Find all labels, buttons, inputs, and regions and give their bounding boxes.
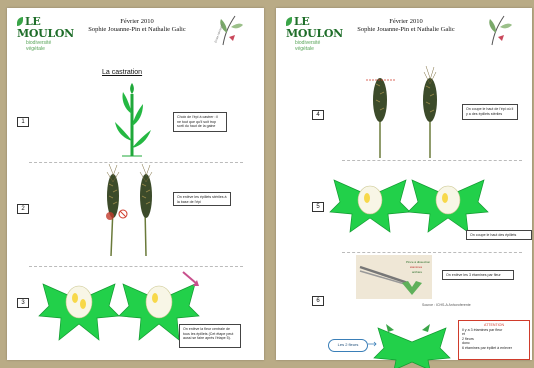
svg-text:étamines: étamines — [410, 265, 423, 269]
page-title: La castration — [102, 69, 142, 76]
step-5-number: 5 — [312, 202, 324, 212]
page-header: Février 2010 Sophie Jouanne-Pin et Natha… — [346, 18, 466, 34]
dissection-photo: Pince à dissection étamines anthère — [356, 255, 432, 299]
le-moulon-logo: LE MOULON biodiversité végétale — [286, 16, 348, 46]
wheat-ears-cut-illustration — [362, 70, 452, 160]
step-1-number: 1 — [17, 117, 29, 127]
flowers-cut-illustration — [330, 168, 510, 238]
separator — [29, 162, 243, 163]
page-header: Février 2010 Sophie Jouanne-Pin et Natha… — [77, 18, 197, 34]
header-date: Février 2010 — [77, 18, 197, 26]
svg-text:anthère: anthère — [412, 270, 423, 274]
le-moulon-logo: LE MOULON biodiversité végétale — [17, 16, 79, 46]
plant-logo-icon: Entre-hérisson — [215, 13, 247, 47]
photo-credit: Source : ICHS-A Anhoroferente — [422, 303, 471, 307]
attention-box: ATTENTION Il y a 3 étamines par fleur et… — [458, 320, 530, 360]
header-authors: Sophie Jouanne-Pin et Nathalie Galic — [77, 26, 197, 34]
step-6-note: On enlève les 3 étamines par fleur — [442, 270, 514, 280]
step-2-note: On enlève les épillets stériles à la bas… — [173, 192, 231, 206]
separator — [342, 160, 522, 161]
wheat-plant-illustration — [107, 86, 157, 158]
plant-logo-icon — [484, 13, 516, 47]
step-3-number: 3 — [17, 298, 29, 308]
step-5-note: On coupe le haut des épillets — [466, 230, 532, 240]
step-4-number: 4 — [312, 110, 324, 120]
separator — [342, 252, 522, 253]
header-authors: Sophie Jouanne-Pin et Nathalie Galic — [346, 26, 466, 34]
header-date: Février 2010 — [346, 18, 466, 26]
wheat-ears-illustration — [99, 168, 169, 258]
step-3-note: On enlève la fleur centrale de tous les … — [179, 324, 241, 348]
right-page: LE MOULON biodiversité végétale Février … — [276, 8, 532, 360]
left-page: LE MOULON biodiversité végétale Février … — [7, 8, 264, 360]
step-4-note: On coupe le haut de l'épi où il y a des … — [462, 104, 518, 120]
separator — [29, 266, 243, 267]
attention-line: 6 étamines par épillet à enlever — [462, 346, 526, 351]
svg-text:Entre-hérisson: Entre-hérisson — [213, 23, 224, 43]
step-6-number: 6 — [312, 296, 324, 306]
two-flowers-label: Les 2 fleurs — [328, 339, 368, 352]
svg-text:Pince à dissection: Pince à dissection — [406, 260, 431, 264]
flower-illustration — [372, 318, 452, 368]
step-2-number: 2 — [17, 204, 29, 214]
step-1-note: Choix de l'épi à castrer : il ne tout qu… — [173, 112, 227, 132]
